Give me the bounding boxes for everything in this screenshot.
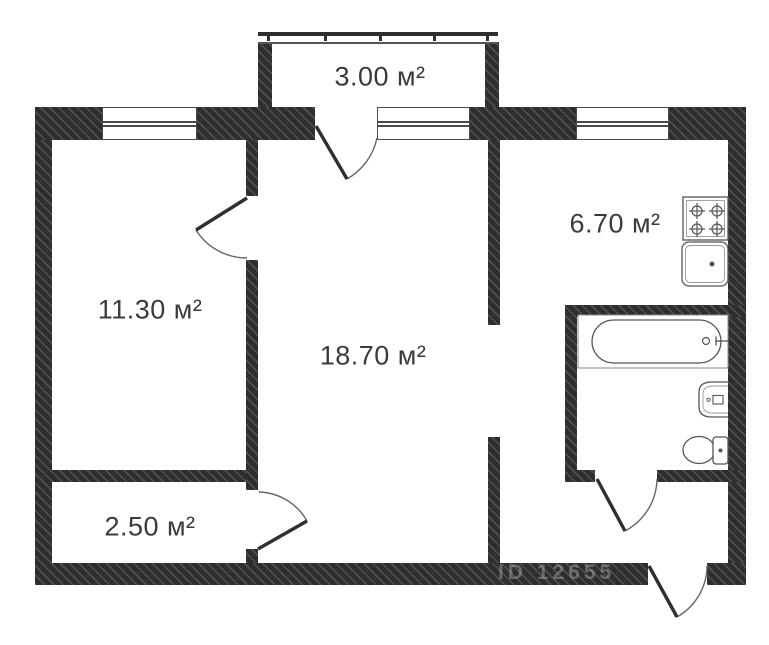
kitchen-sink-icon	[681, 241, 729, 287]
wall-outer-top-2	[197, 107, 315, 140]
entrance-opening	[648, 557, 707, 587]
wall-outer-bottom-1	[35, 563, 648, 585]
window-pane	[378, 121, 469, 123]
window-pane	[577, 125, 668, 127]
room-label-hallway: 2.50 м²	[104, 511, 196, 542]
window-pane	[378, 125, 469, 127]
wall-outer-left	[35, 107, 52, 585]
wall-room-left-b	[246, 260, 258, 490]
door-swing-bathroom	[595, 478, 658, 532]
wall-bathroom-bottom-b	[657, 470, 746, 482]
wall-bathroom-top	[565, 305, 746, 317]
wall-outer-top-3	[470, 107, 576, 140]
washbasin-icon	[698, 381, 728, 418]
wall-bathroom-bottom-a	[565, 470, 595, 482]
window-pane	[577, 121, 668, 123]
stove-icon	[682, 196, 729, 241]
room-label-kitchen: 6.70 м²	[569, 208, 661, 239]
wall-balcony-right	[485, 42, 499, 107]
window-pane	[103, 125, 196, 127]
wall-room-left-c	[246, 549, 258, 563]
railing-tick	[486, 36, 489, 41]
door-swing-room-left	[195, 196, 248, 259]
balcony-railing	[258, 32, 498, 44]
bathtub-icon	[577, 314, 729, 369]
wall-room-left-a	[246, 140, 258, 196]
railing-tick	[433, 36, 436, 41]
room-label-balcony: 3.00 м²	[334, 61, 426, 92]
wall-outer-top-1	[35, 107, 102, 140]
door-swing-balcony	[314, 125, 378, 180]
railing-tick	[379, 36, 382, 41]
room-label-room-left: 11.30 м²	[97, 294, 203, 325]
window-pane	[103, 121, 196, 123]
wall-kitchen-left	[488, 140, 500, 325]
window-kitchen	[576, 107, 669, 140]
wall-bathroom-left	[565, 305, 577, 482]
wall-outer-right	[728, 107, 746, 585]
railing-tick	[324, 36, 327, 41]
wall-corridor-left	[488, 437, 500, 563]
window-room-left	[102, 107, 197, 140]
window-balcony-block	[377, 107, 470, 140]
wall-balcony-left	[258, 42, 272, 107]
toilet-icon	[682, 435, 729, 465]
door-swing-hallway	[257, 491, 308, 551]
room-label-room-center: 18.70 м²	[319, 340, 427, 371]
watermark-id: ID 12655	[498, 561, 616, 584]
wall-outer-top-4	[669, 107, 746, 140]
wall-hallway-divider	[52, 470, 246, 482]
railing-tick	[267, 36, 270, 41]
wall-outer-bottom-2	[707, 563, 746, 585]
